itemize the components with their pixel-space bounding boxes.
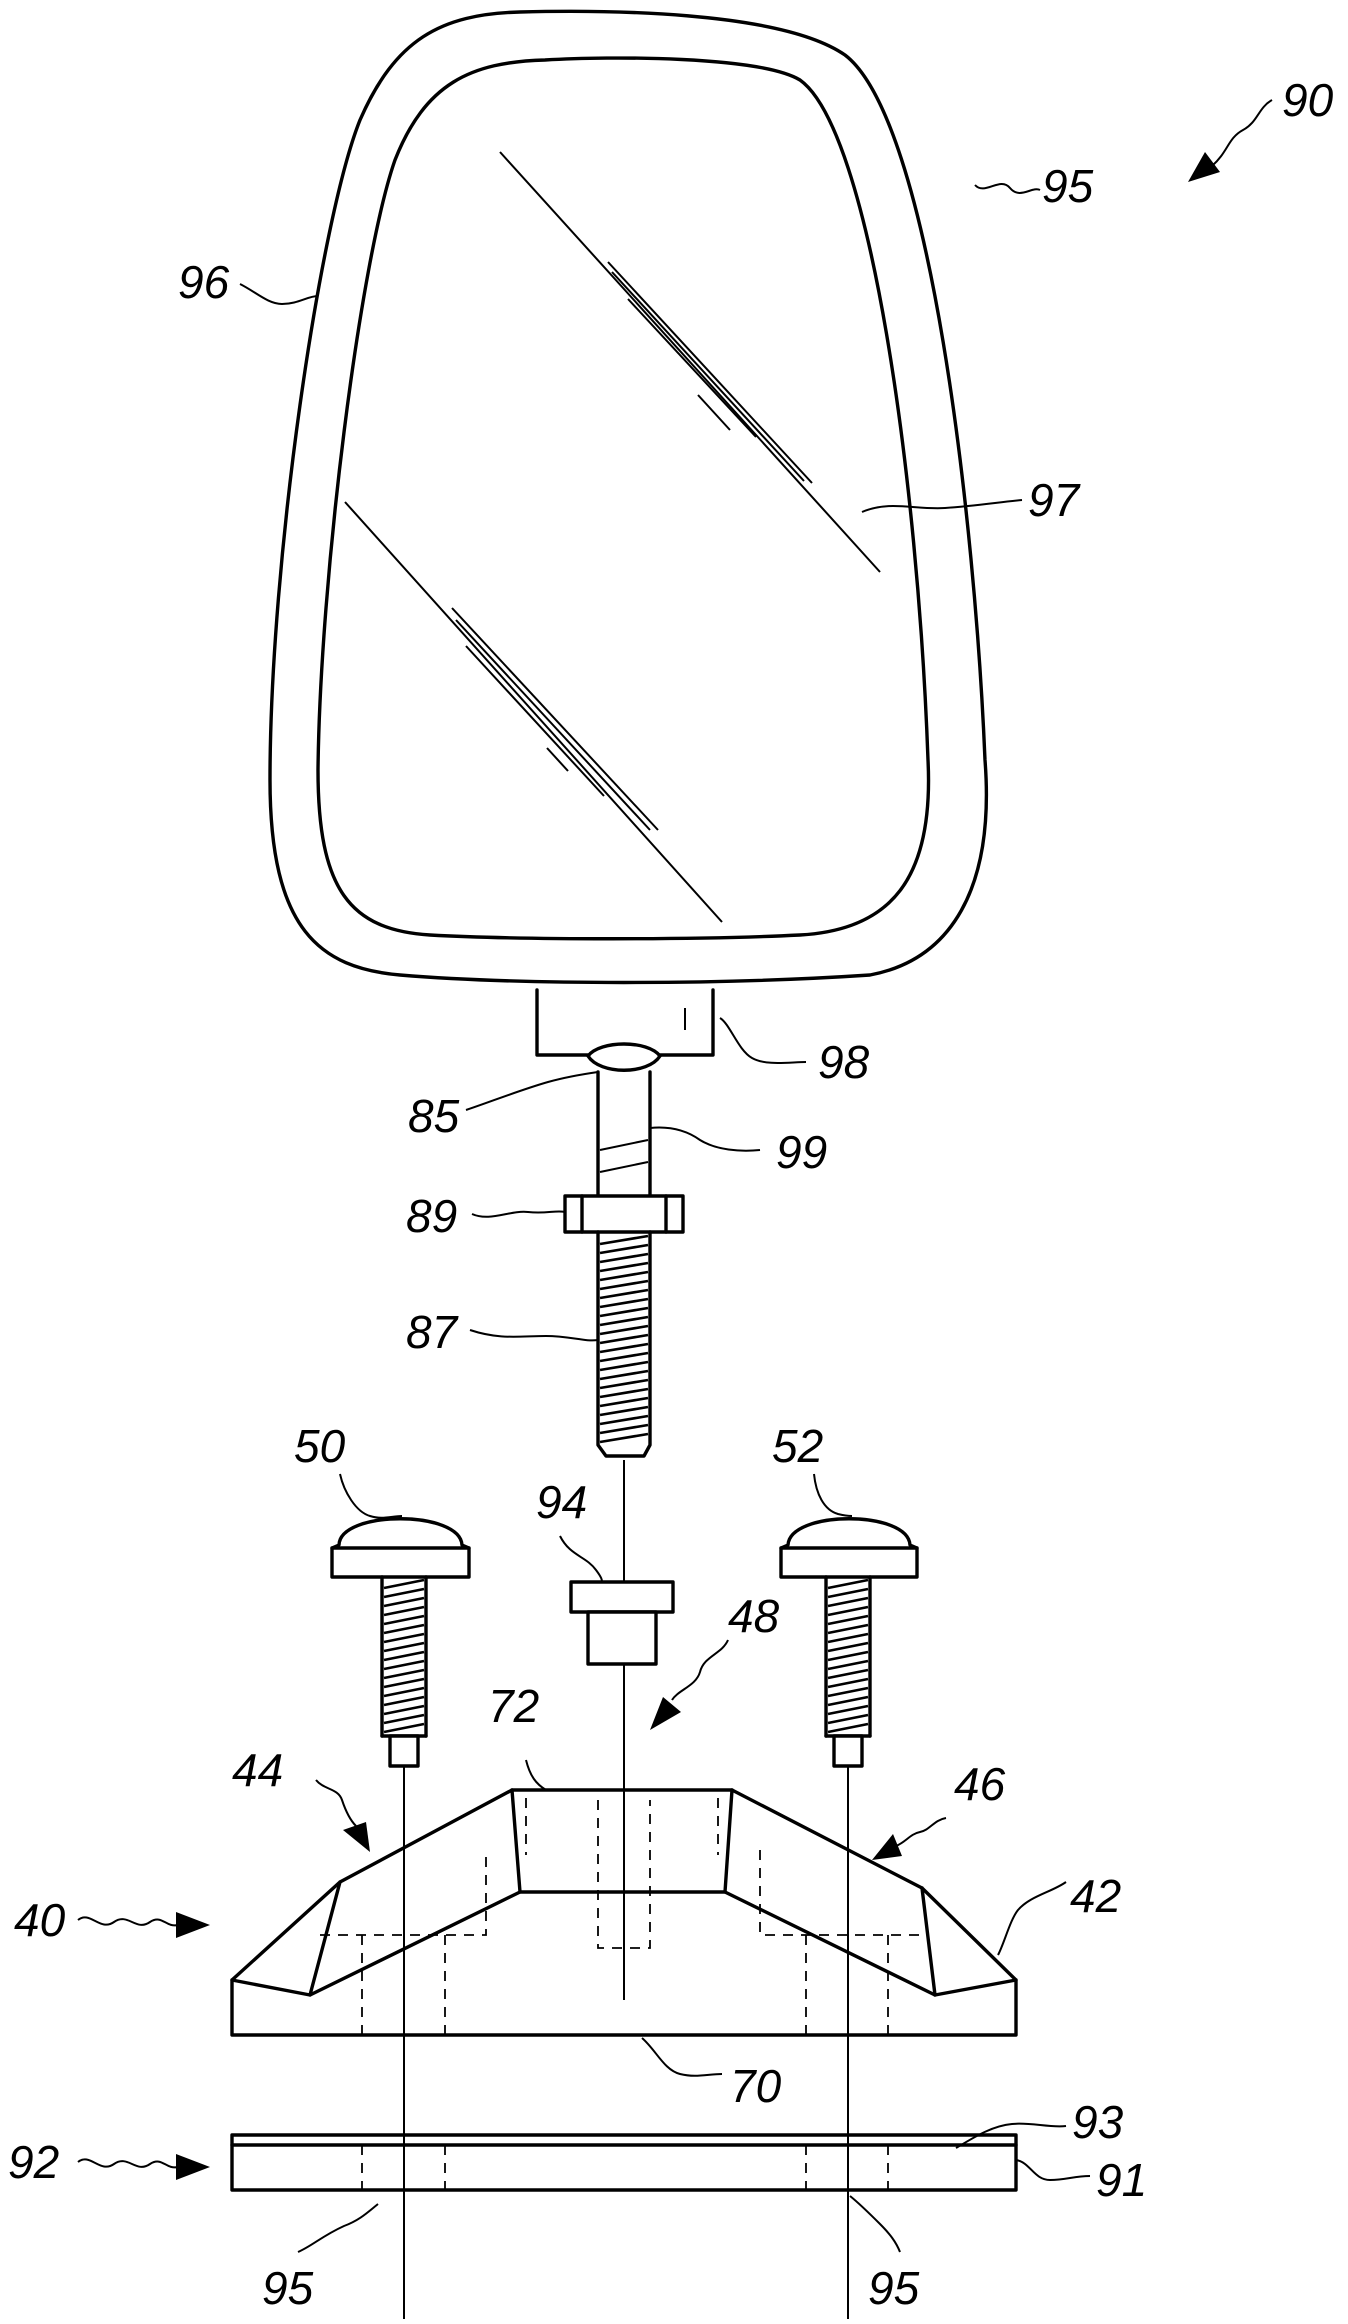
- label-93: 93: [1072, 2096, 1124, 2148]
- hex-nut: [565, 1196, 683, 1232]
- label-96: 96: [178, 256, 230, 308]
- thread-line: [384, 1706, 424, 1714]
- label-44: 44: [232, 1744, 283, 1796]
- thread-line: [600, 1416, 648, 1424]
- label-91: 91: [1096, 2154, 1147, 2206]
- label-52: 52: [772, 1420, 823, 1472]
- thread-line: [600, 1362, 648, 1370]
- thread-line: [600, 1254, 648, 1262]
- label-94: 94: [536, 1476, 587, 1528]
- thread-line: [600, 1317, 648, 1325]
- thread-line: [828, 1706, 868, 1714]
- label-92: 92: [8, 2136, 59, 2188]
- fastener-left: [332, 1519, 469, 1766]
- thread-line: [384, 1643, 424, 1651]
- fastener-right: [781, 1519, 917, 1766]
- pad: [232, 2135, 1016, 2190]
- label-85: 85: [408, 1090, 460, 1142]
- thread-line: [384, 1625, 424, 1633]
- thread-line: [384, 1607, 424, 1615]
- thread-line: [600, 1380, 648, 1388]
- thread-line: [600, 1245, 648, 1253]
- thread-line: [828, 1724, 868, 1732]
- thread-line: [828, 1679, 868, 1687]
- mirror-glass-reflections: [345, 152, 880, 922]
- thread-line: [384, 1661, 424, 1669]
- housing-outer-outline: [270, 11, 986, 982]
- label-99: 99: [776, 1126, 827, 1178]
- thread-line: [384, 1670, 424, 1678]
- label-87: 87: [406, 1306, 459, 1358]
- reference-numerals: 90 95 96 97 98 85 99 89 87 50 94 52 48 7…: [8, 74, 1334, 2314]
- label-70: 70: [730, 2060, 782, 2112]
- label-95-left: 95: [262, 2262, 314, 2314]
- thread-line: [600, 1353, 648, 1361]
- thread-line: [828, 1715, 868, 1723]
- thread-line: [828, 1598, 868, 1606]
- thread-line: [600, 1335, 648, 1343]
- thread-line: [600, 1398, 648, 1406]
- thread-line: [828, 1643, 868, 1651]
- thread-line: [600, 1281, 648, 1289]
- thread-line: [384, 1652, 424, 1660]
- thread-line: [600, 1407, 648, 1415]
- thread-line: [828, 1661, 868, 1669]
- insert-bushing: [571, 1582, 673, 1664]
- label-95-top: 95: [1042, 160, 1094, 212]
- thread-line: [828, 1697, 868, 1705]
- thread-line: [600, 1263, 648, 1271]
- thread-line: [828, 1616, 868, 1624]
- thread-line: [600, 1371, 648, 1379]
- thread-line: [384, 1697, 424, 1705]
- thread-line: [828, 1688, 868, 1696]
- thread-line: [828, 1607, 868, 1615]
- thread-line: [828, 1652, 868, 1660]
- thread-line: [828, 1634, 868, 1642]
- label-42: 42: [1070, 1870, 1121, 1922]
- label-46: 46: [954, 1758, 1006, 1810]
- thread-line: [600, 1299, 648, 1307]
- thread-line: [384, 1580, 424, 1588]
- label-97: 97: [1028, 474, 1081, 526]
- thread-line: [384, 1724, 424, 1732]
- label-89: 89: [406, 1190, 457, 1242]
- thread-line: [384, 1688, 424, 1696]
- label-50: 50: [294, 1420, 346, 1472]
- thread-line: [600, 1290, 648, 1298]
- thread-line: [384, 1634, 424, 1642]
- stem: [598, 1072, 650, 1196]
- thread-line: [828, 1625, 868, 1633]
- arrows: [78, 100, 1272, 2180]
- thread-line: [828, 1670, 868, 1678]
- thread-line: [600, 1389, 648, 1397]
- thread-line: [384, 1715, 424, 1723]
- thread-line: [384, 1589, 424, 1597]
- label-48: 48: [728, 1590, 780, 1642]
- thread-line: [600, 1272, 648, 1280]
- thread-line: [600, 1344, 648, 1352]
- ball-joint: [588, 1044, 660, 1070]
- label-90: 90: [1282, 74, 1334, 126]
- thread-line: [600, 1425, 648, 1433]
- thread-line: [600, 1236, 648, 1244]
- thread-line: [384, 1616, 424, 1624]
- label-40: 40: [14, 1894, 66, 1946]
- thread-line: [828, 1589, 868, 1597]
- label-95-right: 95: [868, 2262, 920, 2314]
- thread-line: [600, 1434, 648, 1442]
- thread-line: [600, 1326, 648, 1334]
- thread-line: [828, 1580, 868, 1588]
- thread-line: [384, 1679, 424, 1687]
- thread-line: [384, 1598, 424, 1606]
- label-98: 98: [818, 1036, 870, 1088]
- threaded-rod: [598, 1232, 650, 1456]
- mirror-housing: [270, 11, 986, 982]
- thread-line: [600, 1308, 648, 1316]
- label-72: 72: [488, 1680, 539, 1732]
- housing-inner-outline: [318, 58, 929, 939]
